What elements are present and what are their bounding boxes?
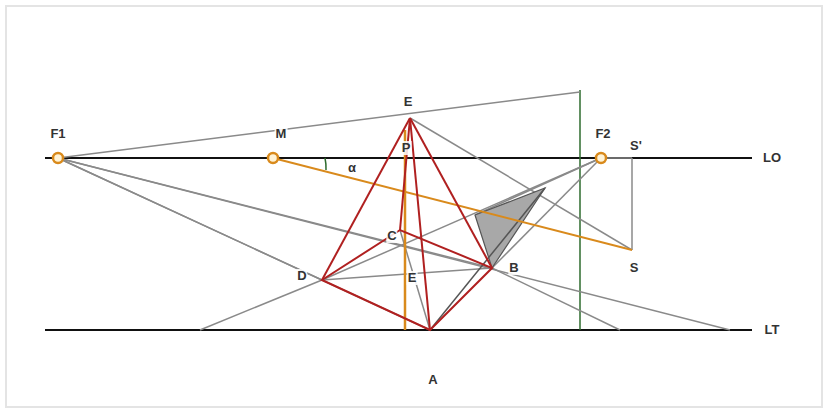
- point-label: S': [629, 139, 643, 153]
- ground-line: [45, 329, 752, 331]
- point-label: E: [403, 95, 414, 109]
- point-label: E: [407, 271, 418, 285]
- light-ray: [273, 158, 632, 250]
- point-label: F1: [49, 127, 66, 141]
- point-label: α: [347, 161, 357, 175]
- point-label: C: [386, 229, 397, 243]
- pyramid: [322, 118, 492, 330]
- point-label: P: [401, 141, 412, 155]
- horizon-line: [45, 157, 752, 159]
- point-label: F2: [594, 127, 611, 141]
- vanishing-points: [53, 153, 606, 163]
- point-label: A: [427, 373, 438, 387]
- point-label: M: [275, 127, 288, 141]
- point-label: S: [629, 261, 640, 275]
- construction-lines: [58, 92, 730, 330]
- point-label: LT: [764, 323, 781, 337]
- point-label: LO: [762, 151, 782, 165]
- point-label: D: [296, 269, 307, 283]
- point-label: B: [508, 261, 519, 275]
- frame: [6, 6, 822, 407]
- angle-arc: [325, 158, 326, 170]
- measuring-line: [579, 90, 581, 330]
